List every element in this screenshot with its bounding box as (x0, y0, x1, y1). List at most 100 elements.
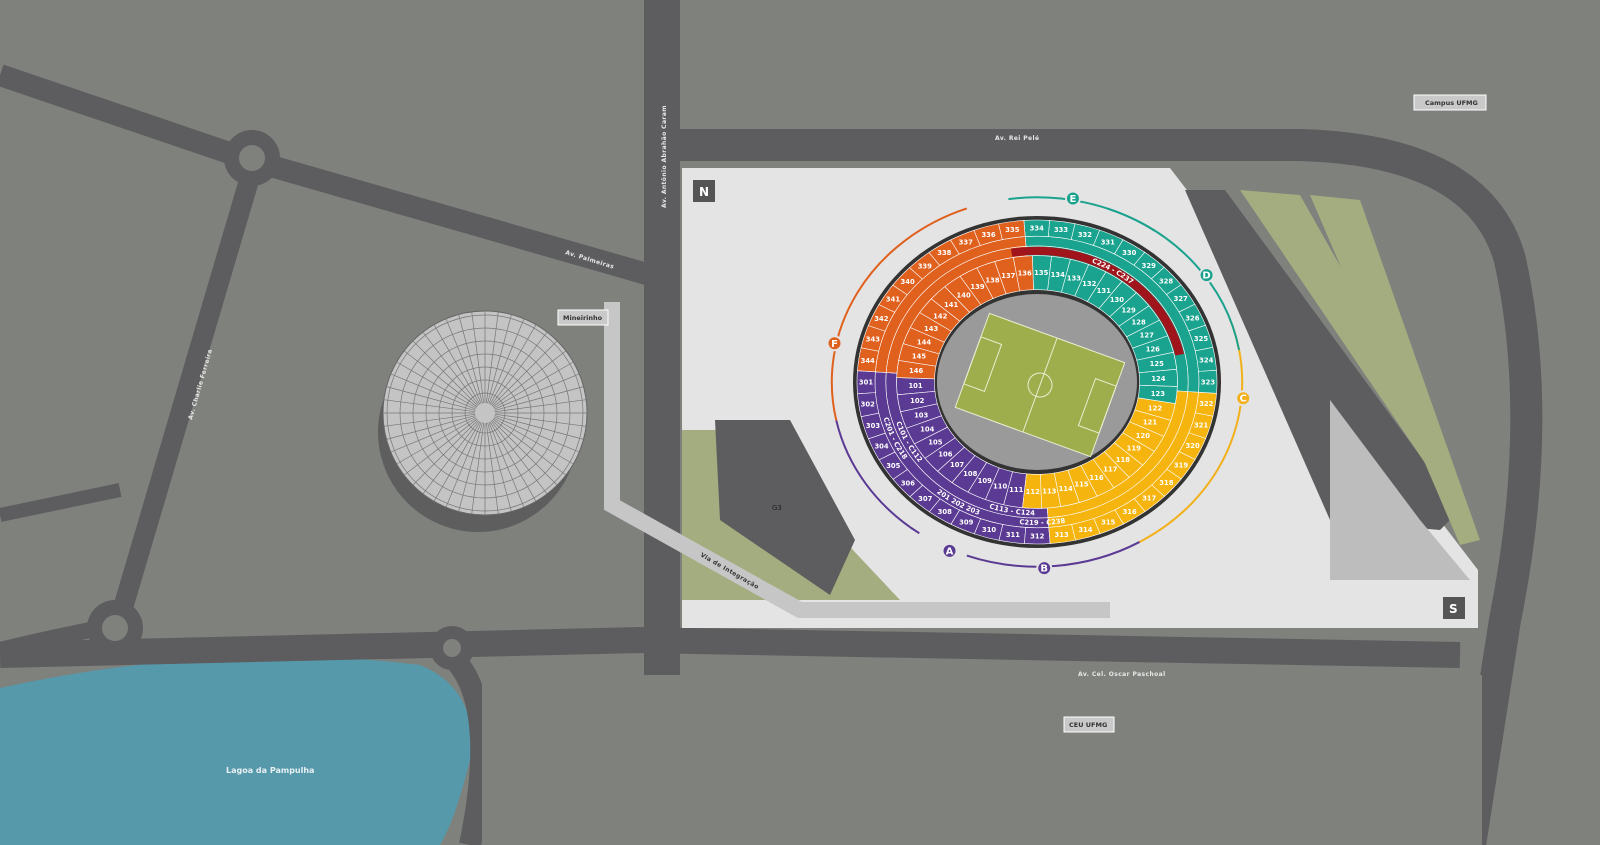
seat-section-label: 119 (1127, 445, 1141, 453)
svg-text:F: F (831, 339, 838, 350)
lagoa-label: Lagoa da Pampulha (226, 766, 314, 775)
seat-section-label: 331 (1101, 238, 1115, 246)
seat-section-label: 143 (924, 325, 938, 333)
seat-section-label: 122 (1148, 404, 1162, 412)
seat-section[interactable] (857, 347, 880, 373)
seat-section-label: 344 (861, 357, 875, 365)
svg-text:S: S (1449, 602, 1458, 616)
seat-section-label: 332 (1078, 231, 1092, 239)
parking-g3 (715, 420, 855, 595)
svg-text:Campus UFMG: Campus UFMG (1425, 99, 1478, 107)
seat-section-label: 107 (950, 461, 964, 469)
seat-section-label: 128 (1132, 319, 1146, 327)
seat-section-label: 125 (1150, 360, 1164, 368)
gate-d[interactable]: D (1198, 267, 1215, 284)
seat-section-label: 314 (1078, 526, 1092, 534)
seat-section-label: 337 (959, 239, 973, 247)
gate-e[interactable]: E (1064, 190, 1081, 207)
road-label-rei-pele: Av. Rei Pelé (995, 135, 1039, 142)
svg-text:C: C (1240, 394, 1247, 405)
seat-section-label: 316 (1123, 508, 1137, 516)
gate-ring-a (835, 420, 920, 535)
seat-section-label: 126 (1146, 345, 1160, 353)
seat-section-label: 136 (1018, 270, 1032, 278)
seat-section-label: 117 (1103, 466, 1117, 474)
gate-ring-b (966, 541, 1141, 568)
seat-section-label: 329 (1142, 262, 1156, 270)
svg-text:E: E (1070, 194, 1077, 205)
gate-ring-e (1008, 196, 1156, 232)
seat-section-label: 336 (981, 231, 995, 239)
seat-section-label: 131 (1097, 287, 1111, 295)
gate-ring-f (830, 207, 968, 421)
box-label-c219: C219 - C238 (1019, 517, 1066, 527)
seat-section-label: 104 (920, 425, 934, 433)
seat-section-label: 103 (914, 412, 928, 420)
seat-section-label: 343 (866, 335, 880, 343)
seat-section-label: 124 (1151, 375, 1165, 383)
football-pitch (954, 312, 1126, 458)
seat-section-label: 313 (1055, 531, 1069, 539)
seat-section-label: 144 (917, 338, 931, 346)
seat-section-label: 323 (1201, 378, 1215, 386)
seat-section-label: 129 (1122, 307, 1136, 315)
seat-section-label: 340 (900, 278, 914, 286)
svg-text:Mineirinho: Mineirinho (563, 314, 603, 322)
gate-b[interactable]: B (1036, 560, 1053, 577)
seat-section-label: 133 (1067, 274, 1081, 282)
seat-section-label: 325 (1194, 335, 1208, 343)
north-marker: N (693, 180, 715, 202)
gate-c[interactable]: C (1235, 390, 1252, 407)
mineirinho-arena (378, 310, 588, 532)
seat-section-label: 105 (928, 438, 942, 446)
gate-a[interactable]: A (941, 542, 958, 559)
seat-section-label: 322 (1199, 400, 1213, 408)
seat-section-label: 114 (1059, 485, 1073, 493)
svg-text:D: D (1202, 271, 1210, 282)
seat-section-label: 123 (1151, 390, 1165, 398)
seat-section[interactable] (896, 360, 937, 380)
seat-section-label: 334 (1030, 225, 1044, 233)
seat-section-label: 112 (1026, 488, 1040, 496)
seat-section-label: 145 (912, 353, 926, 361)
seat-section-label: 328 (1159, 278, 1173, 286)
gate-ring-c (1139, 318, 1244, 543)
seat-section-label: 301 (859, 379, 873, 387)
seat-section-label: 305 (886, 462, 900, 470)
seat-section-label: 309 (959, 519, 973, 527)
seat-section-label: 102 (910, 397, 924, 405)
seat-section-label: 116 (1089, 474, 1103, 482)
seat-section-label: 326 (1185, 314, 1199, 322)
ceu-ufmg-label: CEU UFMG (1063, 716, 1115, 733)
mineirinho-label: Mineirinho (557, 309, 609, 326)
seat-section-label: 101 (908, 382, 922, 390)
seat-section-label: 318 (1159, 479, 1173, 487)
seat-section-label: 321 (1194, 422, 1208, 430)
seat-section-label: 146 (909, 367, 923, 375)
seat-section-label: 310 (982, 526, 996, 534)
seat-section-label: 338 (937, 249, 951, 257)
seat-section-label: 302 (861, 401, 875, 409)
parking-label: G3 (772, 504, 782, 512)
svg-text:N: N (699, 185, 709, 199)
seat-section-label: 308 (938, 508, 952, 516)
campus-ufmg-label: Campus UFMG (1413, 94, 1487, 111)
seat-section-label: 333 (1054, 226, 1068, 234)
seat-section-label: 121 (1143, 419, 1157, 427)
box-ring (1010, 246, 1185, 356)
seat-section-label: 135 (1034, 269, 1048, 277)
road-label-oscar-paschoal: Av. Cel. Oscar Paschoal (1078, 671, 1166, 678)
seat-section-label: 132 (1082, 280, 1096, 288)
seat-section-label: 115 (1074, 480, 1088, 488)
seat-section-label: 303 (866, 422, 880, 430)
gate-f[interactable]: F (826, 335, 843, 352)
seat-section-label: 118 (1116, 456, 1130, 464)
seat-section-label: 330 (1122, 249, 1136, 257)
seat-section-label: 307 (918, 495, 932, 503)
seat-section-label: 138 (985, 277, 999, 285)
seat-section-label: 304 (874, 443, 888, 451)
lagoon (0, 656, 472, 845)
seat-section-label: 339 (918, 262, 932, 270)
seat-section-label: 315 (1101, 518, 1115, 526)
